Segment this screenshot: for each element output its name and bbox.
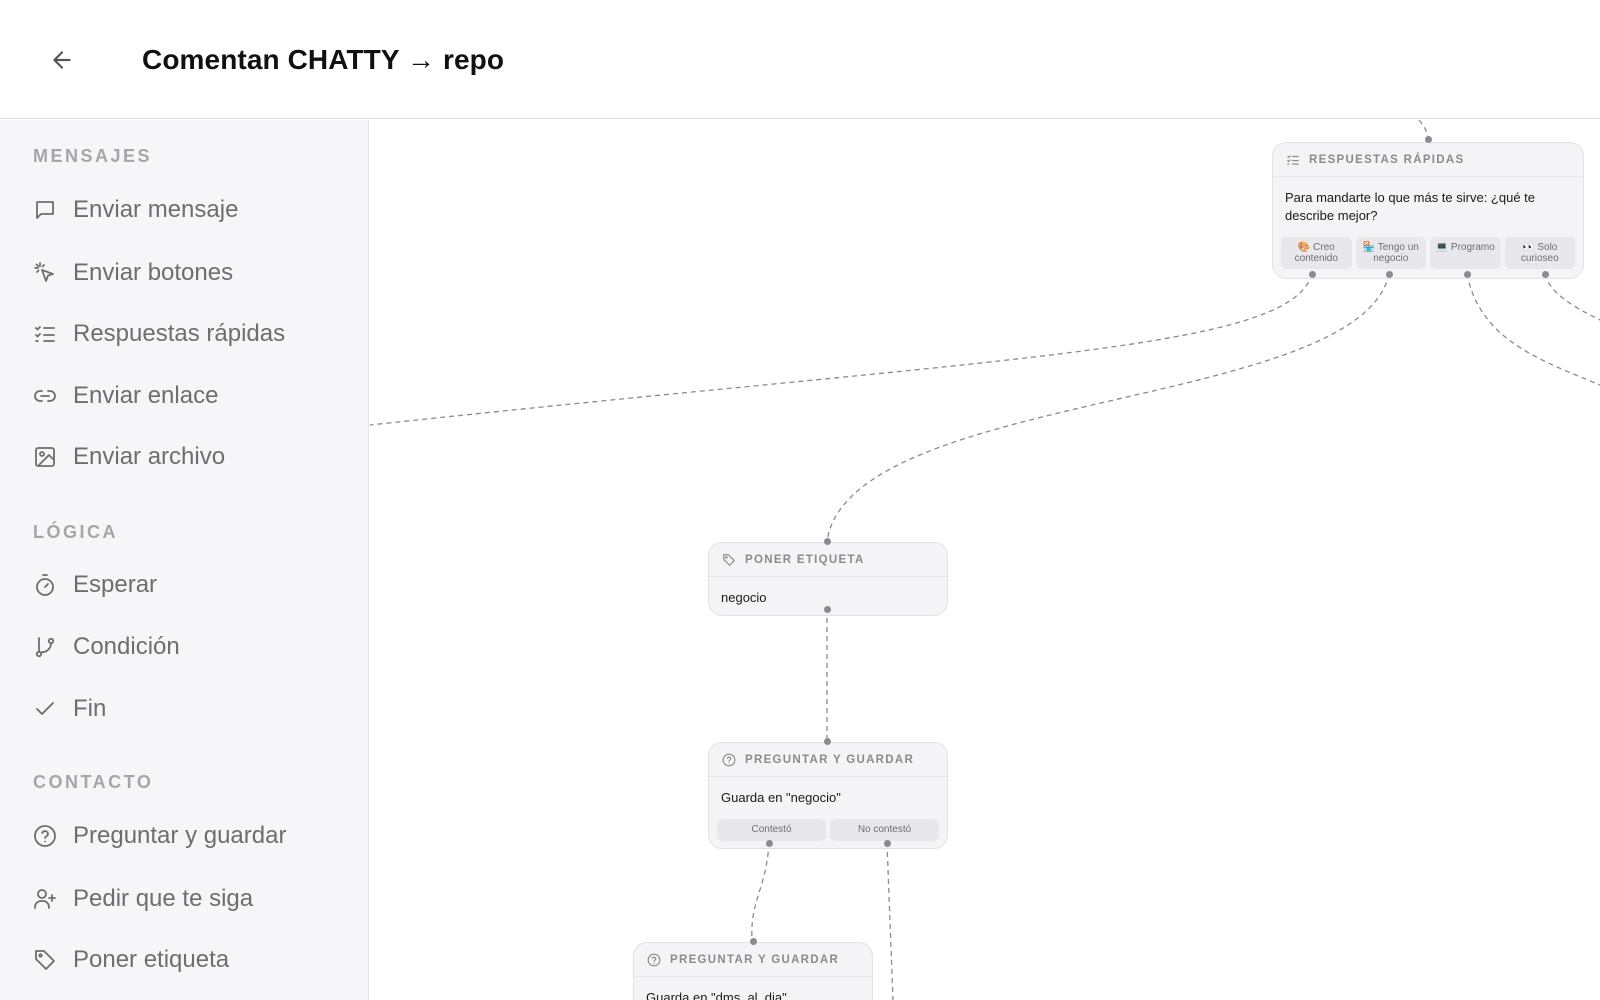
tag-icon (721, 552, 737, 568)
arrow-left-icon (53, 51, 71, 69)
sidebar-item-label: Poner etiqueta (73, 946, 230, 973)
edge-option-3 (1466, 273, 1600, 386)
help-circle-icon (646, 952, 662, 968)
node-header: PONER ETIQUETA (709, 543, 947, 577)
sidebar-item-label: Condición (73, 633, 180, 660)
edge-not-answered (886, 842, 894, 1000)
node-output-port[interactable] (884, 840, 891, 847)
node-output-port[interactable] (1464, 271, 1471, 278)
edge-option-1 (370, 273, 1313, 426)
sidebar-item-preguntar-y-guardar[interactable]: Preguntar y guardar (20, 813, 350, 859)
ask-outcome-options: Contestó No contestó (717, 819, 939, 841)
node-tag-value: negocio (721, 590, 767, 605)
sidebar-item-label: Esperar (73, 571, 158, 598)
outcome-answered[interactable]: Contestó (717, 819, 826, 841)
node-quick-replies[interactable]: RESPUESTAS RÁPIDAS Para mandarte lo que … (1272, 142, 1584, 279)
node-save-target: Guarda en "negocio" (721, 790, 841, 805)
user-plus-icon (32, 886, 58, 912)
sidebar-item-respuestas-rapidas[interactable]: Respuestas rápidas (20, 311, 350, 357)
node-input-port[interactable] (750, 938, 757, 945)
block-palette-sidebar: MENSAJES Enviar mensaje Enviar botones R… (0, 120, 369, 1000)
node-input-port[interactable] (824, 538, 831, 545)
quick-reply-option[interactable]: 🏪 Tengo un negocio (1355, 237, 1426, 269)
node-output-port[interactable] (1309, 271, 1316, 278)
pointer-click-icon (32, 260, 58, 286)
edge-option-4 (1544, 273, 1600, 321)
message-square-icon (32, 197, 58, 223)
quick-reply-option[interactable]: 💻 Programo (1430, 237, 1501, 269)
sidebar-item-label: Enviar enlace (73, 382, 219, 409)
node-input-port[interactable] (1425, 136, 1432, 143)
node-type-label: PREGUNTAR Y GUARDAR (670, 953, 840, 966)
tag-icon (32, 947, 58, 973)
node-ask-and-save[interactable]: PREGUNTAR Y GUARDAR Guarda en "dms_al_di… (633, 942, 873, 1000)
node-output-port[interactable] (766, 840, 773, 847)
list-checks-icon (32, 321, 58, 347)
section-title-logica: LÓGICA (33, 522, 118, 542)
quick-reply-option[interactable]: 👀 Solo curioseo (1504, 237, 1575, 269)
sidebar-item-enviar-enlace[interactable]: Enviar enlace (20, 373, 350, 419)
sidebar-item-label: Pedir que te siga (73, 885, 254, 912)
section-title-mensajes: MENSAJES (33, 146, 153, 166)
quick-reply-options: 🎨 Creo contenido 🏪 Tengo un negocio 💻 Pr… (1281, 237, 1575, 269)
sidebar-item-enviar-botones[interactable]: Enviar botones (20, 250, 350, 296)
node-header: PREGUNTAR Y GUARDAR (634, 943, 872, 977)
help-circle-icon (721, 752, 737, 768)
top-header: Comentan CHATTY → repo (0, 0, 1600, 119)
sidebar-item-poner-etiqueta[interactable]: Poner etiqueta (20, 937, 350, 983)
node-output-port[interactable] (824, 606, 831, 613)
node-ask-and-save[interactable]: PREGUNTAR Y GUARDAR Guarda en "negocio" … (708, 742, 948, 849)
sidebar-item-esperar[interactable]: Esperar (20, 562, 350, 608)
image-icon (32, 444, 58, 470)
edge-answered (751, 842, 770, 941)
sidebar-item-label: Enviar botones (73, 259, 234, 286)
git-branch-icon (32, 634, 58, 660)
node-type-label: RESPUESTAS RÁPIDAS (1309, 153, 1465, 166)
node-type-label: PREGUNTAR Y GUARDAR (745, 753, 915, 766)
section-title-contacto: CONTACTO (33, 772, 154, 792)
back-button[interactable] (40, 40, 84, 80)
page-title: Comentan CHATTY → repo (142, 44, 505, 75)
timer-icon (32, 572, 58, 598)
sidebar-item-label: Preguntar y guardar (73, 822, 287, 849)
node-output-port[interactable] (1542, 271, 1549, 278)
sidebar-item-condicion[interactable]: Condición (20, 624, 350, 670)
check-icon (32, 696, 58, 722)
sidebar-item-label: Enviar archivo (73, 443, 226, 470)
node-output-port[interactable] (1386, 271, 1393, 278)
sidebar-item-enviar-archivo[interactable]: Enviar archivo (20, 434, 350, 480)
sidebar-item-fin[interactable]: Fin (20, 686, 350, 732)
list-checks-icon (1285, 152, 1301, 168)
flow-canvas[interactable]: RESPUESTAS RÁPIDAS Para mandarte lo que … (370, 120, 1600, 1000)
node-input-port[interactable] (824, 738, 831, 745)
edge-option-2 (826, 273, 1390, 542)
node-header: RESPUESTAS RÁPIDAS (1273, 143, 1583, 177)
help-circle-icon (32, 823, 58, 849)
quick-reply-option[interactable]: 🎨 Creo contenido (1281, 237, 1352, 269)
link-icon (32, 383, 58, 409)
outcome-not-answered[interactable]: No contestó (830, 819, 939, 841)
sidebar-item-label: Fin (73, 695, 107, 722)
sidebar-item-label: Enviar mensaje (73, 196, 239, 223)
node-type-label: PONER ETIQUETA (745, 553, 865, 566)
node-save-target: Guarda en "dms_al_dia" (646, 990, 787, 1000)
sidebar-item-pedir-que-te-siga[interactable]: Pedir que te siga (20, 876, 350, 922)
sidebar-item-enviar-mensaje[interactable]: Enviar mensaje (20, 187, 350, 233)
flow-edges (370, 120, 1600, 1000)
node-header: PREGUNTAR Y GUARDAR (709, 743, 947, 777)
node-tag[interactable]: PONER ETIQUETA negocio (708, 542, 948, 616)
sidebar-item-label: Respuestas rápidas (73, 320, 286, 347)
node-message-text: Para mandarte lo que más te sirve: ¿qué … (1285, 190, 1536, 223)
